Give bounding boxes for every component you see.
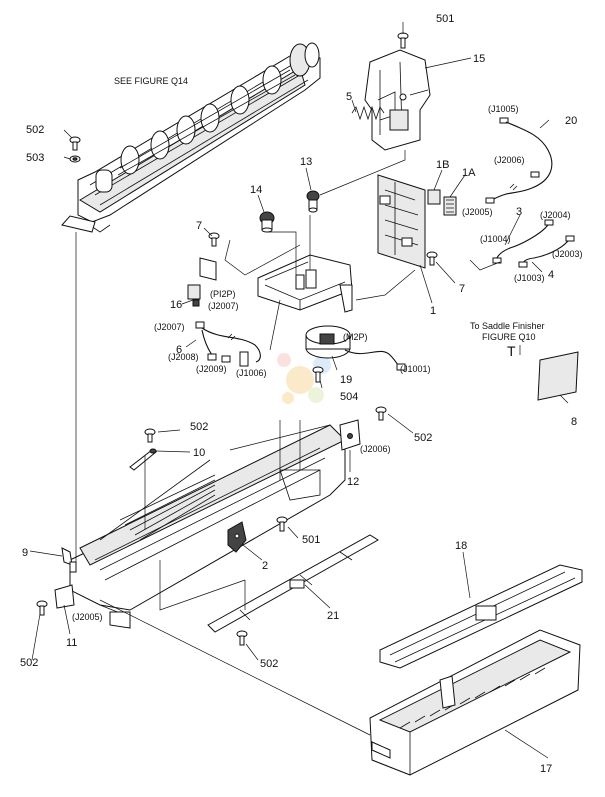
label-18: 18 [455, 540, 467, 552]
conn-j2008: (J2008) [168, 352, 199, 362]
screw-501-top [397, 32, 409, 49]
motor-bracket-assembly [257, 254, 353, 313]
part-4-cable [518, 235, 575, 268]
leader-lines [29, 22, 569, 759]
label-4: 4 [548, 269, 554, 281]
label-19: 19 [340, 374, 352, 386]
label-13: 13 [300, 156, 312, 168]
screw-502-right [375, 406, 387, 421]
part-5-spring [351, 105, 385, 121]
label-6: 6 [176, 344, 182, 356]
part-11-sensor [54, 584, 75, 609]
label-501-top: 501 [436, 13, 454, 25]
washer-503 [69, 155, 81, 163]
saddle-finisher-note-2: FIGURE Q10 [482, 332, 536, 342]
part-1B-connector [427, 189, 441, 205]
part-17-tray [369, 629, 581, 776]
label-10: 10 [193, 447, 205, 459]
label-502-topleft: 502 [26, 124, 44, 136]
screw-502-bottom-left [36, 600, 48, 616]
part-13-gear [306, 190, 320, 213]
label-502-right: 502 [414, 432, 432, 444]
label-5: 5 [346, 91, 352, 103]
conn-j1001: (J1001) [400, 364, 431, 374]
conn-j2006-top: (J2006) [494, 155, 525, 165]
label-11: 11 [66, 637, 77, 649]
part-8-plate [537, 351, 579, 401]
main-frame [69, 424, 346, 629]
label-21: 21 [327, 610, 339, 622]
label-502-bottomleft: 502 [20, 657, 38, 669]
screw-502-bottom [236, 630, 248, 646]
part-9-pin [61, 547, 77, 573]
label-15: 15 [473, 53, 485, 65]
conn-j1005: (J1005) [488, 104, 519, 114]
conn-j1003: (J1003) [514, 273, 545, 283]
label-1: 1 [430, 305, 436, 317]
label-16: 16 [170, 299, 182, 311]
part-number-labels: 501 15 5 20 502 503 13 14 1B 1A 3 4 7 7 … [20, 13, 577, 775]
label-1B: 1B [436, 159, 449, 171]
conn-j1006: (J1006) [236, 368, 267, 378]
part-6-cable [195, 321, 261, 367]
saddle-arrow-glyph: T [507, 343, 516, 359]
conn-m2p: (M2P) [343, 332, 368, 342]
part-2-latch [227, 521, 247, 553]
screw-501-mid [276, 516, 288, 532]
see-figure-note: SEE FIGURE Q14 [114, 76, 188, 86]
roller-assembly-top [61, 42, 321, 233]
label-9: 9 [22, 547, 28, 559]
part-15-bracket [364, 49, 431, 151]
label-502-bottom: 502 [260, 658, 278, 670]
label-14: 14 [250, 184, 262, 196]
part-10-rod [129, 448, 157, 471]
saddle-finisher-note-1: To Saddle Finisher [470, 321, 545, 331]
conn-j2005-bottom: (J2005) [72, 612, 103, 622]
part-20-cable [485, 117, 553, 204]
part-21-bar [207, 534, 379, 633]
part-19-motor [305, 325, 406, 371]
label-502-mid: 502 [190, 421, 208, 433]
part-14-gear [259, 211, 275, 233]
label-504: 504 [340, 391, 358, 403]
conn-j2005-top: (J2005) [462, 207, 493, 217]
part-1A-connector [443, 196, 457, 216]
screw-504 [312, 366, 324, 383]
label-17: 17 [540, 763, 552, 775]
connector-labels: (J1005) (J2006) (J2005) (J2004) (J1004) … [72, 104, 583, 622]
label-1A: 1A [462, 167, 476, 179]
conn-j2007-b: (J2007) [154, 322, 185, 332]
part-16-sensor [187, 257, 217, 307]
part-1-pcb [377, 174, 426, 269]
screw-502-mid [144, 428, 156, 443]
label-3: 3 [516, 206, 522, 218]
label-8: 8 [571, 416, 577, 428]
part-12-sensor [339, 419, 361, 451]
conn-j2009: (J2009) [196, 364, 227, 374]
label-2: 2 [262, 560, 268, 572]
label-20: 20 [565, 115, 577, 127]
label-12: 12 [347, 476, 359, 488]
label-7-left: 7 [196, 220, 202, 232]
label-501-mid: 501 [302, 534, 320, 546]
watermark [277, 353, 331, 404]
conn-j2003: (J2003) [552, 249, 583, 259]
conn-j1004: (J1004) [480, 234, 511, 244]
label-7-right: 7 [459, 283, 465, 295]
part-3-cable [492, 219, 554, 264]
screw-7-right [426, 251, 438, 266]
label-503: 503 [26, 152, 44, 164]
screw-7-left [208, 232, 220, 247]
screw-502-top-left [69, 136, 81, 151]
conn-pi2p: (PI2P) [210, 289, 236, 299]
conn-j2007-a: (J2007) [208, 301, 239, 311]
part-18-tray [379, 564, 583, 669]
conn-j2006-mid: (J2006) [360, 444, 391, 454]
callout-texts: SEE FIGURE Q14 To Saddle Finisher FIGURE… [114, 76, 545, 359]
conn-j2004: (J2004) [540, 210, 571, 220]
